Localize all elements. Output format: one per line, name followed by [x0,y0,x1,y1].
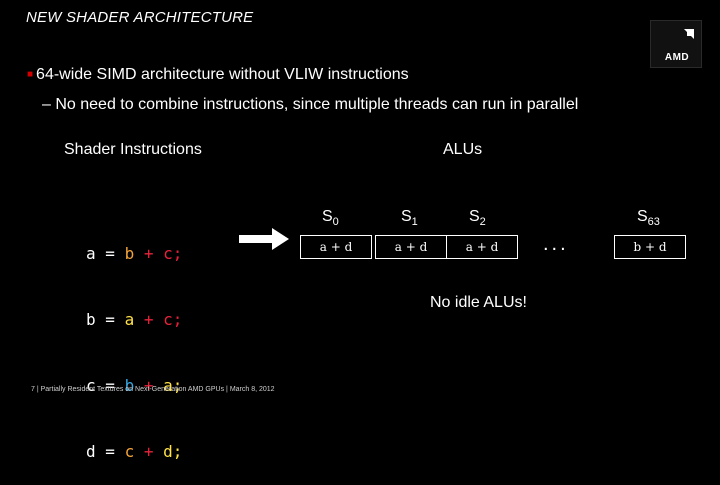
bullet-level1: ■64-wide SIMD architecture without VLIW … [27,66,409,84]
code-line: a = b + c; [86,244,183,263]
slide-title: NEW SHADER ARCHITECTURE [26,9,254,26]
alu-label-s1: S1 [401,208,418,229]
bullet-square-icon: ■ [27,69,34,80]
alu-label-s63: S63 [637,208,660,229]
amd-logo-mark [684,29,694,39]
alu-box-s2: a + d [446,235,518,259]
code-line: b = a + c; [86,310,183,329]
alu-box-s1: a + d [375,235,447,259]
alu-box-s0: a + d [300,235,372,259]
alu-label-s0: S0 [322,208,339,229]
slide-footer: 7 | Partially Resident Textures on Next-… [31,386,275,393]
amd-logo-text: AMD [664,52,690,63]
code-line: c = b + a; [86,376,183,395]
right-arrow-icon [239,228,289,250]
alu-label-s2: S2 [469,208,486,229]
code-line: d = c + d; [86,442,183,461]
amd-logo: AMD [650,20,702,68]
no-idle-note: No idle ALUs! [430,294,527,311]
alus-heading: ALUs [443,141,483,158]
shader-instructions-heading: Shader Instructions [64,141,202,158]
bullet-level1-text: 64-wide SIMD architecture without VLIW i… [36,66,409,83]
shader-code: a = b + c; b = a + c; c = b + a; d = c +… [86,199,182,485]
bullet-level2: – No need to combine instructions, since… [42,96,579,113]
alu-box-s63: b + d [614,235,686,259]
alu-ellipsis: ... [543,233,569,255]
